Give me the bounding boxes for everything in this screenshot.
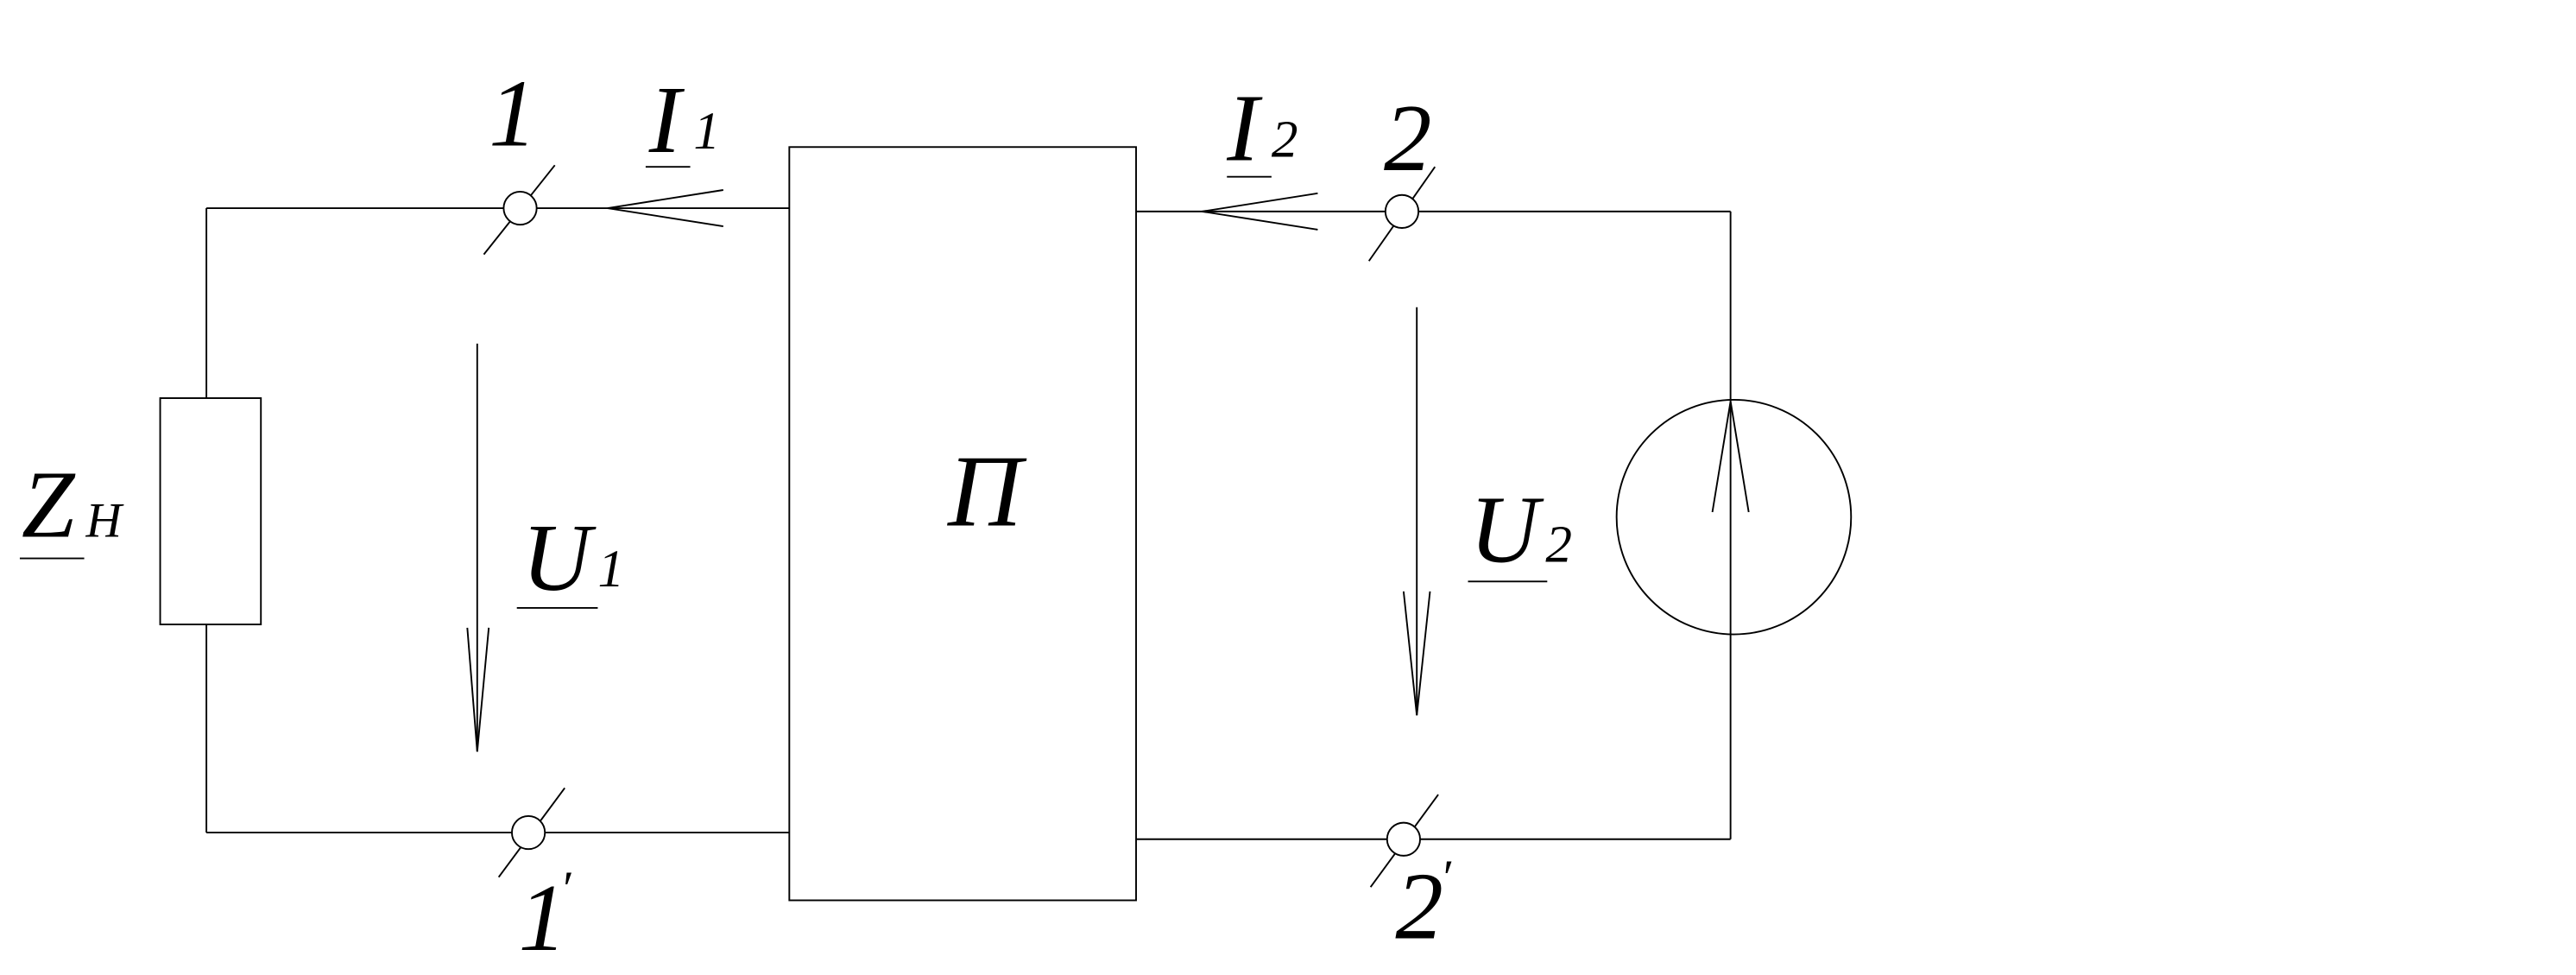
load-impedance-symbol: Z	[22, 452, 76, 558]
two-port-network-label: П	[947, 434, 1027, 548]
terminal-1	[483, 164, 556, 256]
current-i1-subscript: 1	[693, 102, 720, 161]
voltage-u2-label: U 2	[1468, 476, 1572, 582]
terminal-1-prime	[497, 787, 565, 878]
terminal-2-prime-mark: ′	[1443, 851, 1455, 905]
current-i2-label: I 2	[1226, 75, 1297, 181]
terminal-1-prime-circle	[511, 815, 546, 851]
terminal-1-label: 1	[489, 60, 536, 166]
load-impedance-label: Z Н	[19, 452, 124, 560]
current-i1-symbol: I	[648, 66, 685, 173]
two-port-network-box	[788, 146, 1137, 902]
voltage-u2-arrow-head	[1402, 591, 1431, 716]
voltage-u1-label: U 1	[516, 504, 624, 611]
voltage-u2-subscript: 2	[1545, 515, 1572, 573]
current-i1-arrow	[607, 189, 723, 228]
terminal-2-prime	[1369, 794, 1439, 888]
terminal-1-circle	[502, 190, 538, 226]
voltage-u1-symbol: U	[521, 504, 597, 611]
source-circle	[1615, 398, 1853, 636]
terminal-1-prime-mark: ′	[563, 862, 574, 916]
voltage-u2-arrow	[1402, 307, 1431, 716]
terminal-2-prime-label: 2	[1395, 853, 1443, 959]
terminal-2-prime-circle	[1386, 821, 1421, 857]
current-source	[1615, 398, 1853, 636]
wires	[205, 207, 1732, 840]
voltage-u1-arrow	[466, 343, 490, 752]
terminal-2	[1367, 166, 1436, 262]
terminal-2-label: 2	[1384, 85, 1431, 191]
current-i2-subscript: 2	[1272, 111, 1298, 169]
voltage-u2-symbol: U	[1469, 476, 1544, 582]
current-i2-arrow	[1202, 192, 1318, 231]
current-i2-symbol: I	[1226, 75, 1263, 181]
terminal-2-circle	[1384, 193, 1420, 229]
load-impedance-subscript: Н	[85, 494, 124, 548]
current-i1-label: I 1	[645, 66, 720, 173]
source-arrow-head	[1711, 401, 1750, 513]
terminal-1-prime-label: 1	[519, 864, 566, 971]
load-impedance-resistor	[159, 397, 262, 626]
voltage-u1-subscript: 1	[597, 540, 624, 598]
voltage-u1-arrow-head	[466, 627, 490, 752]
